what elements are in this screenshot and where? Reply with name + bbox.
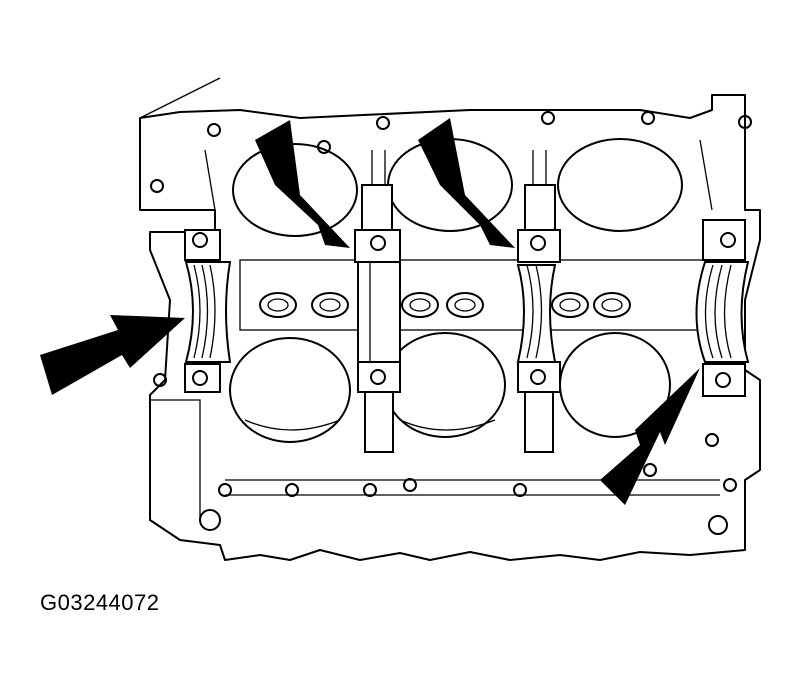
bearing-cap-4 <box>695 219 750 397</box>
bolt-holes <box>150 111 752 535</box>
arrow-upper-center-left <box>255 120 350 248</box>
arrow-upper-center-right <box>418 118 515 248</box>
engine-block-outline <box>139 77 761 561</box>
figure-code: G03244072 <box>40 590 160 615</box>
arrow-lower-right <box>600 368 700 505</box>
oil-galleries <box>239 259 711 331</box>
arrow-left <box>40 315 185 395</box>
bearing-cap-3 <box>516 150 561 453</box>
bearing-cap-2 <box>354 150 401 453</box>
bearing-cap-1 <box>184 229 232 393</box>
